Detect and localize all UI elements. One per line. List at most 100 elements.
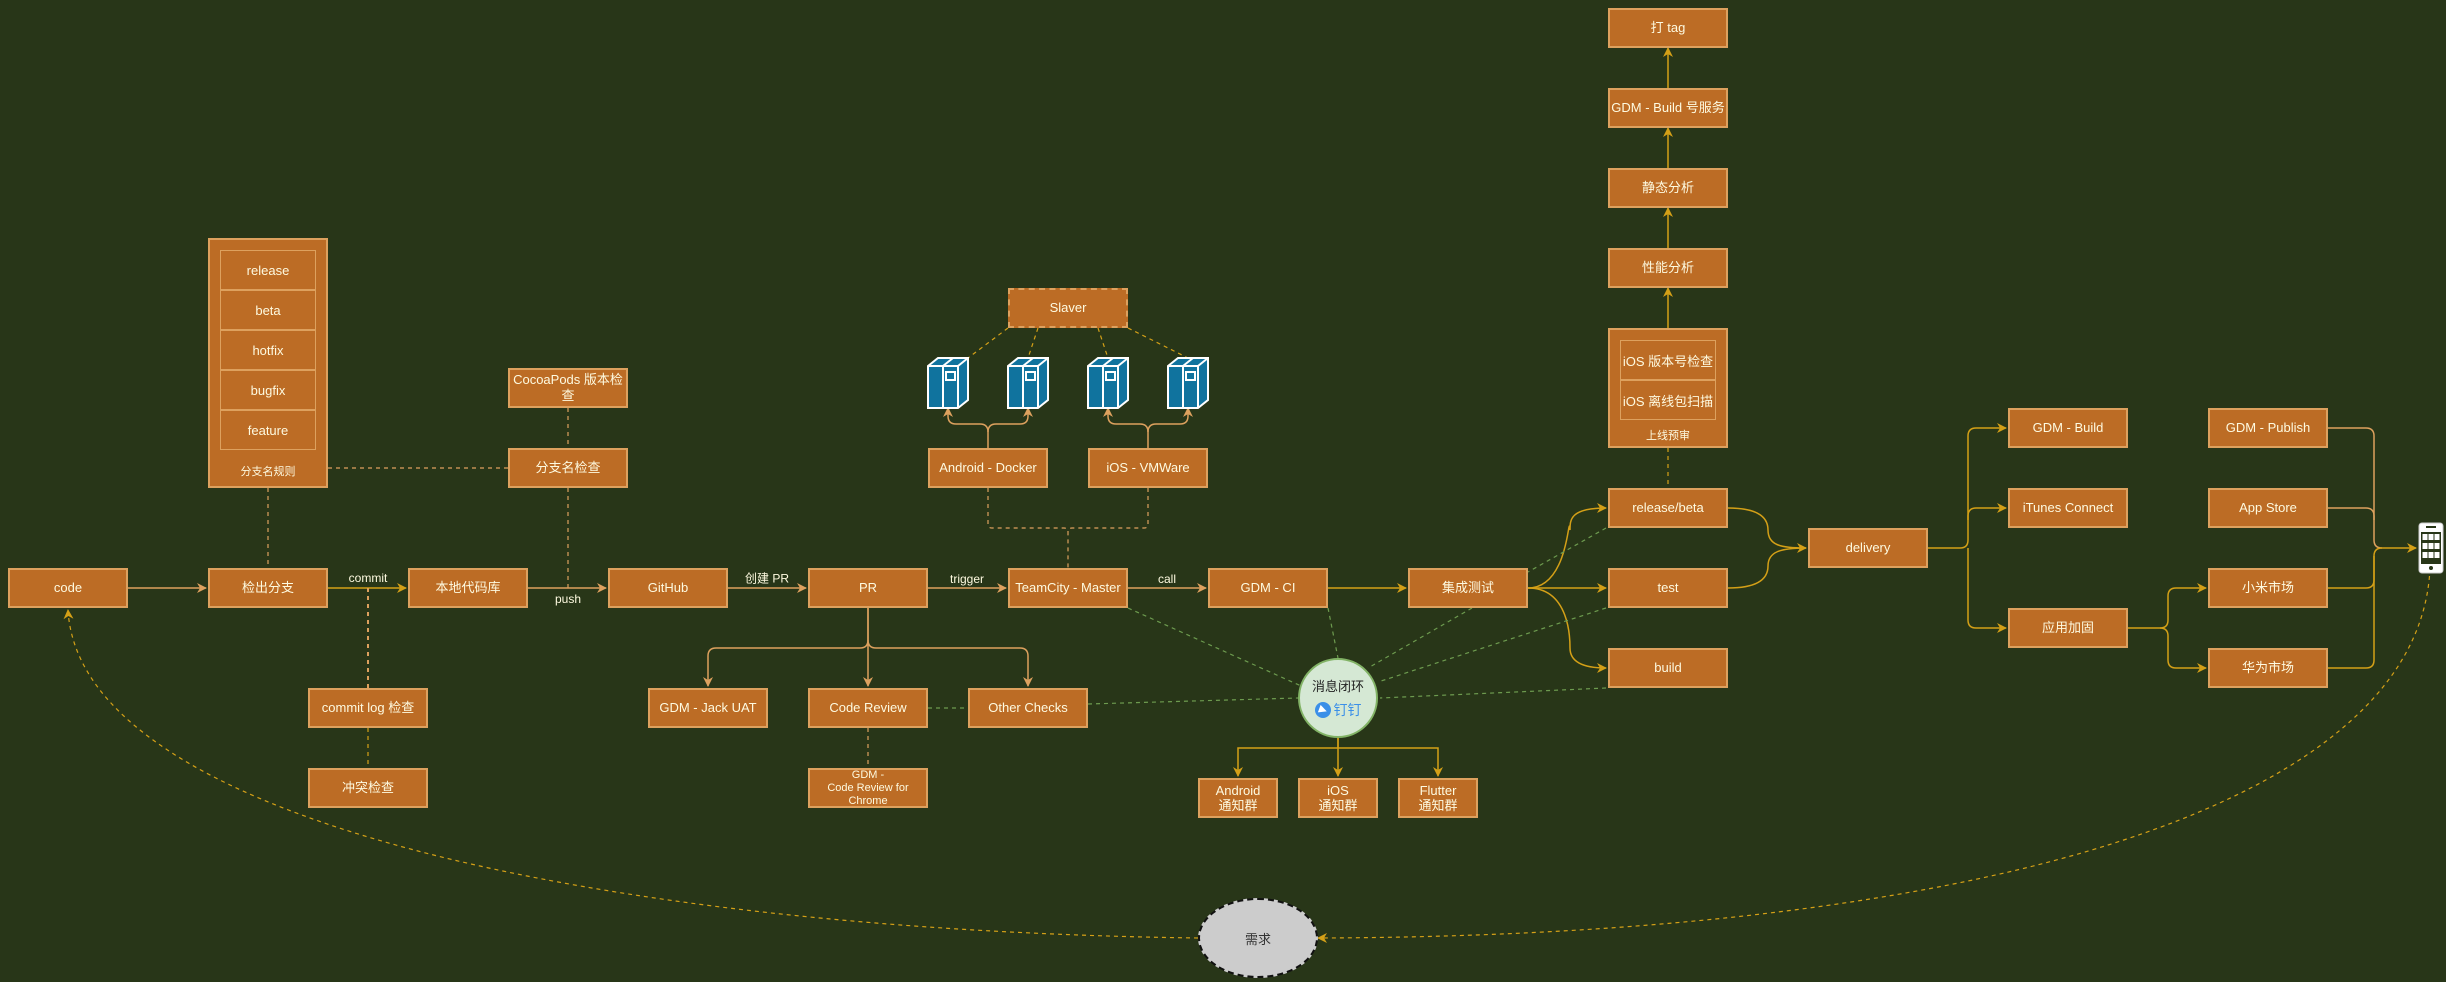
node-gdm-jack-uat[interactable]: GDM - Jack UAT xyxy=(648,688,768,728)
edge-hardening-xiaomi xyxy=(2128,583,2207,629)
notify-release xyxy=(1527,527,1607,573)
node-app-hardening[interactable]: 应用加固 xyxy=(2008,608,2128,648)
edge-label-call: call xyxy=(1157,572,1177,586)
edge-label-trigger: trigger xyxy=(949,572,985,586)
node-gdm-code-review-chrome[interactable]: GDM - Code Review for Chrome xyxy=(808,768,928,808)
node-performance-analysis[interactable]: 性能分析 xyxy=(1608,248,1728,288)
edge-pr-uat xyxy=(703,608,869,687)
notify-integration xyxy=(1367,607,1473,669)
assoc-slaver-server2 xyxy=(1027,327,1039,359)
edge-msg-flutter xyxy=(1338,747,1443,777)
prerelease-review-caption: 上线预审 xyxy=(1646,430,1690,442)
message-loop-node[interactable]: 消息闭环 钉钉 xyxy=(1298,658,1378,738)
node-checkout-branch[interactable]: 检出分支 xyxy=(208,568,328,608)
edge-docker-server2 xyxy=(987,407,1033,433)
branch-rule-release[interactable]: release xyxy=(220,250,316,290)
edge-publish-phone xyxy=(2328,427,2383,549)
dingtalk-label: 钉钉 xyxy=(1333,702,1362,718)
node-test[interactable]: test xyxy=(1608,568,1728,608)
node-android-group[interactable]: Android 通知群 xyxy=(1198,778,1278,818)
edge-pr-otherchecks xyxy=(867,639,1033,687)
node-tag[interactable]: 打 tag xyxy=(1608,8,1728,48)
edge-docker-server1 xyxy=(943,407,989,448)
edge-vmware-server4 xyxy=(1147,407,1193,433)
server-icon xyxy=(927,357,969,409)
assoc-slaver-server4 xyxy=(1127,327,1189,359)
notify-otherchecks xyxy=(1087,697,1299,705)
edge-delivery-itunes xyxy=(1967,503,2007,520)
prerelease-review-group: iOS 版本号检查 iOS 离线包扫描 上线预审 xyxy=(1608,328,1728,448)
node-android-docker[interactable]: Android - Docker xyxy=(928,448,1048,488)
message-loop-title: 消息闭环 xyxy=(1311,679,1364,694)
node-gdm-build[interactable]: GDM - Build xyxy=(2008,408,2128,448)
node-release-beta[interactable]: release/beta xyxy=(1608,488,1728,528)
node-ios-vmware[interactable]: iOS - VMWare xyxy=(1088,448,1208,488)
node-static-analysis[interactable]: 静态分析 xyxy=(1608,168,1728,208)
node-conflict-check[interactable]: 冲突检查 xyxy=(308,768,428,808)
node-huawei-market[interactable]: 华为市场 xyxy=(2208,648,2328,688)
node-ios-group[interactable]: iOS 通知群 xyxy=(1298,778,1378,818)
ios-offline-package-scan[interactable]: iOS 离线包扫描 xyxy=(1620,380,1716,420)
edge-delivery-hardening xyxy=(1967,548,2007,633)
node-itunes-connect[interactable]: iTunes Connect xyxy=(2008,488,2128,528)
dingtalk-brand: 钉钉 xyxy=(1314,700,1362,720)
mobile-phone-icon[interactable] xyxy=(2418,522,2444,574)
assoc-vmware-master xyxy=(1067,488,1149,533)
notify-build xyxy=(1379,687,1607,699)
node-gdm-ci[interactable]: GDM - CI xyxy=(1208,568,1328,608)
server-icon xyxy=(1087,357,1129,409)
edge-vmware-server3 xyxy=(1103,407,1149,448)
node-flutter-group[interactable]: Flutter 通知群 xyxy=(1398,778,1478,818)
assoc-slaver-server1 xyxy=(967,327,1009,359)
edge-huawei-phone xyxy=(2328,556,2375,669)
assoc-requirement-code xyxy=(63,609,1199,939)
edge-label-commit: commit xyxy=(348,571,388,585)
node-xiaomi-market[interactable]: 小米市场 xyxy=(2208,568,2328,608)
edge-integration-release xyxy=(1527,503,1607,589)
node-integration-test[interactable]: 集成测试 xyxy=(1408,568,1528,608)
branch-rule-feature[interactable]: feature xyxy=(220,410,316,450)
node-build[interactable]: build xyxy=(1608,648,1728,688)
assoc-slaver-server3 xyxy=(1097,327,1109,359)
edge-appstore-phone xyxy=(2328,507,2375,520)
node-branch-name-check[interactable]: 分支名检查 xyxy=(508,448,628,488)
edge-label-create-pr: 创建 PR xyxy=(744,571,790,586)
assoc-phone-requirement xyxy=(1317,567,2431,943)
node-other-checks[interactable]: Other Checks xyxy=(968,688,1088,728)
node-code-review[interactable]: Code Review xyxy=(808,688,928,728)
branch-rules-caption: 分支名规则 xyxy=(240,466,296,478)
notify-test xyxy=(1377,607,1607,683)
branch-rule-beta[interactable]: beta xyxy=(220,290,316,330)
edge-test-delivery xyxy=(1727,547,1807,589)
notify-ci xyxy=(1327,607,1339,659)
edge-label-push: push xyxy=(554,592,582,606)
node-gdm-build-number[interactable]: GDM - Build 号服务 xyxy=(1608,88,1728,128)
node-code[interactable]: code xyxy=(8,568,128,608)
branch-rules-group: release beta hotfix bugfix feature 分支名规则 xyxy=(208,238,328,488)
branch-rule-bugfix[interactable]: bugfix xyxy=(220,370,316,410)
notify-master xyxy=(1127,607,1311,691)
node-teamcity-master[interactable]: TeamCity - Master xyxy=(1008,568,1128,608)
ios-version-check[interactable]: iOS 版本号检查 xyxy=(1620,340,1716,380)
node-cocoapods-check[interactable]: CocoaPods 版本检查 xyxy=(508,368,628,408)
requirement-node[interactable]: 需求 xyxy=(1198,898,1318,978)
node-app-store[interactable]: App Store xyxy=(2208,488,2328,528)
server-icon xyxy=(1007,357,1049,409)
node-gdm-publish[interactable]: GDM - Publish xyxy=(2208,408,2328,448)
requirement-label: 需求 xyxy=(1244,931,1271,947)
edge-delivery-gdmbuild xyxy=(1928,423,2007,549)
node-slaver[interactable]: Slaver xyxy=(1008,288,1128,328)
assoc-docker-master xyxy=(987,488,1069,568)
node-pr[interactable]: PR xyxy=(808,568,928,608)
node-local-repo[interactable]: 本地代码库 xyxy=(408,568,528,608)
edge-release-delivery xyxy=(1727,507,1807,553)
edge-integration-build xyxy=(1527,587,1607,673)
node-github[interactable]: GitHub xyxy=(608,568,728,608)
dingtalk-logo-icon xyxy=(1314,702,1331,718)
server-icon xyxy=(1167,357,1209,409)
branch-rule-hotfix[interactable]: hotfix xyxy=(220,330,316,370)
node-delivery[interactable]: delivery xyxy=(1808,528,1928,568)
node-commit-log-check[interactable]: commit log 检查 xyxy=(308,688,428,728)
